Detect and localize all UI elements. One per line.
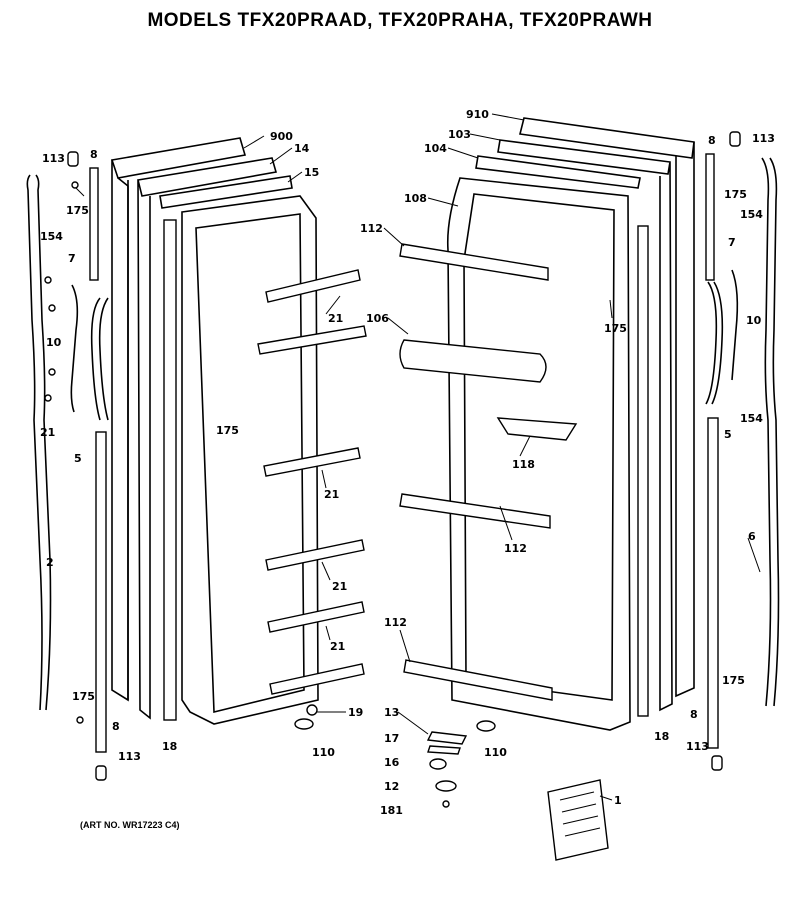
label-181: 181 (380, 804, 403, 817)
label-113-top-left: 113 (42, 152, 65, 165)
art-number: (ART NO. WR17223 C4) (80, 820, 180, 830)
label-21-c: 21 (332, 580, 347, 593)
part-17 (427, 745, 461, 755)
fresh-food-door-frame-103 (497, 139, 673, 712)
label-175-bottom-left: 175 (72, 690, 95, 703)
label-12: 12 (384, 780, 399, 793)
fresh-food-shelves (399, 243, 553, 701)
label-108: 108 (404, 192, 427, 205)
label-112-top: 112 (360, 222, 383, 235)
label-8-top-right: 8 (708, 134, 716, 147)
hinge-pin-113-top-right (729, 131, 741, 147)
label-104: 104 (424, 142, 447, 155)
screw-181 (442, 800, 450, 808)
label-103: 103 (448, 128, 471, 141)
hinge-bracket-8-top-right (705, 153, 715, 281)
label-7-left: 7 (68, 252, 76, 265)
freezer-shelves (257, 269, 367, 695)
page-title: MODELS TFX20PRAAD, TFX20PRAHA, TFX20PRAW… (147, 10, 653, 31)
hinge-pin-113-top-left (67, 151, 79, 167)
freezer-door-frame-14 (137, 157, 278, 720)
label-8-top-left: 8 (90, 148, 98, 161)
label-118: 118 (512, 458, 535, 471)
label-10-left: 10 (46, 336, 62, 349)
label-113-bottom-left: 113 (118, 750, 141, 763)
label-112-bottom: 112 (384, 616, 407, 629)
label-21-d: 21 (330, 640, 345, 653)
label-110-left: 110 (312, 746, 335, 759)
label-6: 6 (748, 530, 756, 543)
label-175-bottom-right: 175 (722, 674, 745, 687)
handle-trim-7-left (70, 284, 79, 413)
label-21-b: 21 (324, 488, 339, 501)
label-18-right: 18 (654, 730, 669, 743)
freezer-door-outer-shell (110, 137, 247, 179)
hinge-bracket-lower-right (707, 417, 719, 749)
label-154-upper-right: 154 (740, 208, 763, 221)
door-gasket-18-right (637, 225, 649, 717)
label-16: 16 (384, 756, 400, 769)
label-154-lower-right: 154 (740, 412, 763, 425)
door-handle-5-left (90, 297, 101, 421)
label-5-left: 5 (74, 452, 82, 465)
label-175-top-right: 175 (724, 188, 747, 201)
label-14: 14 (294, 142, 310, 155)
label-18-left: 18 (162, 740, 177, 753)
label-112-mid: 112 (504, 542, 527, 555)
door-cam-110-left (294, 718, 314, 730)
right-door-gasket-strip (761, 157, 772, 707)
label-15: 15 (304, 166, 319, 179)
label-910: 910 (466, 108, 489, 121)
hinge-bracket-lower-left (95, 431, 107, 753)
label-900: 900 (270, 130, 293, 143)
fresh-food-door-outer-shell (519, 117, 695, 159)
part-16 (429, 758, 447, 770)
label-5-right: 5 (724, 428, 732, 441)
door-gasket-18-left (163, 219, 177, 721)
label-17: 17 (384, 732, 399, 745)
label-154-upper-left: 154 (40, 230, 63, 243)
bin-118 (496, 417, 578, 441)
label-7-right: 7 (728, 236, 736, 249)
dairy-compartment-door-106 (399, 339, 547, 383)
label-113-bottom-right: 113 (686, 740, 709, 753)
label-106: 106 (366, 312, 389, 325)
hinge-bracket-8-top-left (89, 167, 99, 281)
part-13 (426, 731, 468, 745)
label-175-right-liner: 175 (604, 322, 627, 335)
left-door-gasket-strip (26, 174, 43, 711)
label-1: 1 (614, 794, 622, 807)
label-19: 19 (348, 706, 363, 719)
label-2: 2 (46, 556, 54, 569)
part-12 (435, 780, 457, 792)
breaker-strip-15 (159, 175, 293, 209)
label-8-bottom-left: 8 (112, 720, 120, 733)
handle-trim-7-right (731, 269, 739, 381)
label-13: 13 (384, 706, 399, 719)
fresh-food-door-liner (446, 177, 631, 731)
freezer-door-liner (181, 195, 319, 725)
label-175-mid-left: 175 (216, 424, 239, 437)
label-113-top-right: 113 (752, 132, 775, 145)
leader-lines (243, 113, 761, 801)
label-10-right: 10 (746, 314, 762, 327)
breaker-strip-104 (475, 155, 641, 189)
label-154-lower-left: 21 (40, 426, 55, 439)
screw-175-left (71, 181, 79, 189)
label-175-top-left: 175 (66, 204, 89, 217)
door-stop-19 (306, 704, 318, 716)
door-handle-5-right (705, 281, 718, 405)
label-110-right: 110 (484, 746, 507, 759)
door-cam-110-right (476, 720, 496, 732)
label-8-bottom-right: 8 (690, 708, 698, 721)
part-number-labels: 900 14 15 113 8 175 154 7 10 5 2 175 21 … (40, 108, 775, 817)
owners-manual-1 (547, 779, 609, 861)
label-21-a: 21 (328, 312, 343, 325)
